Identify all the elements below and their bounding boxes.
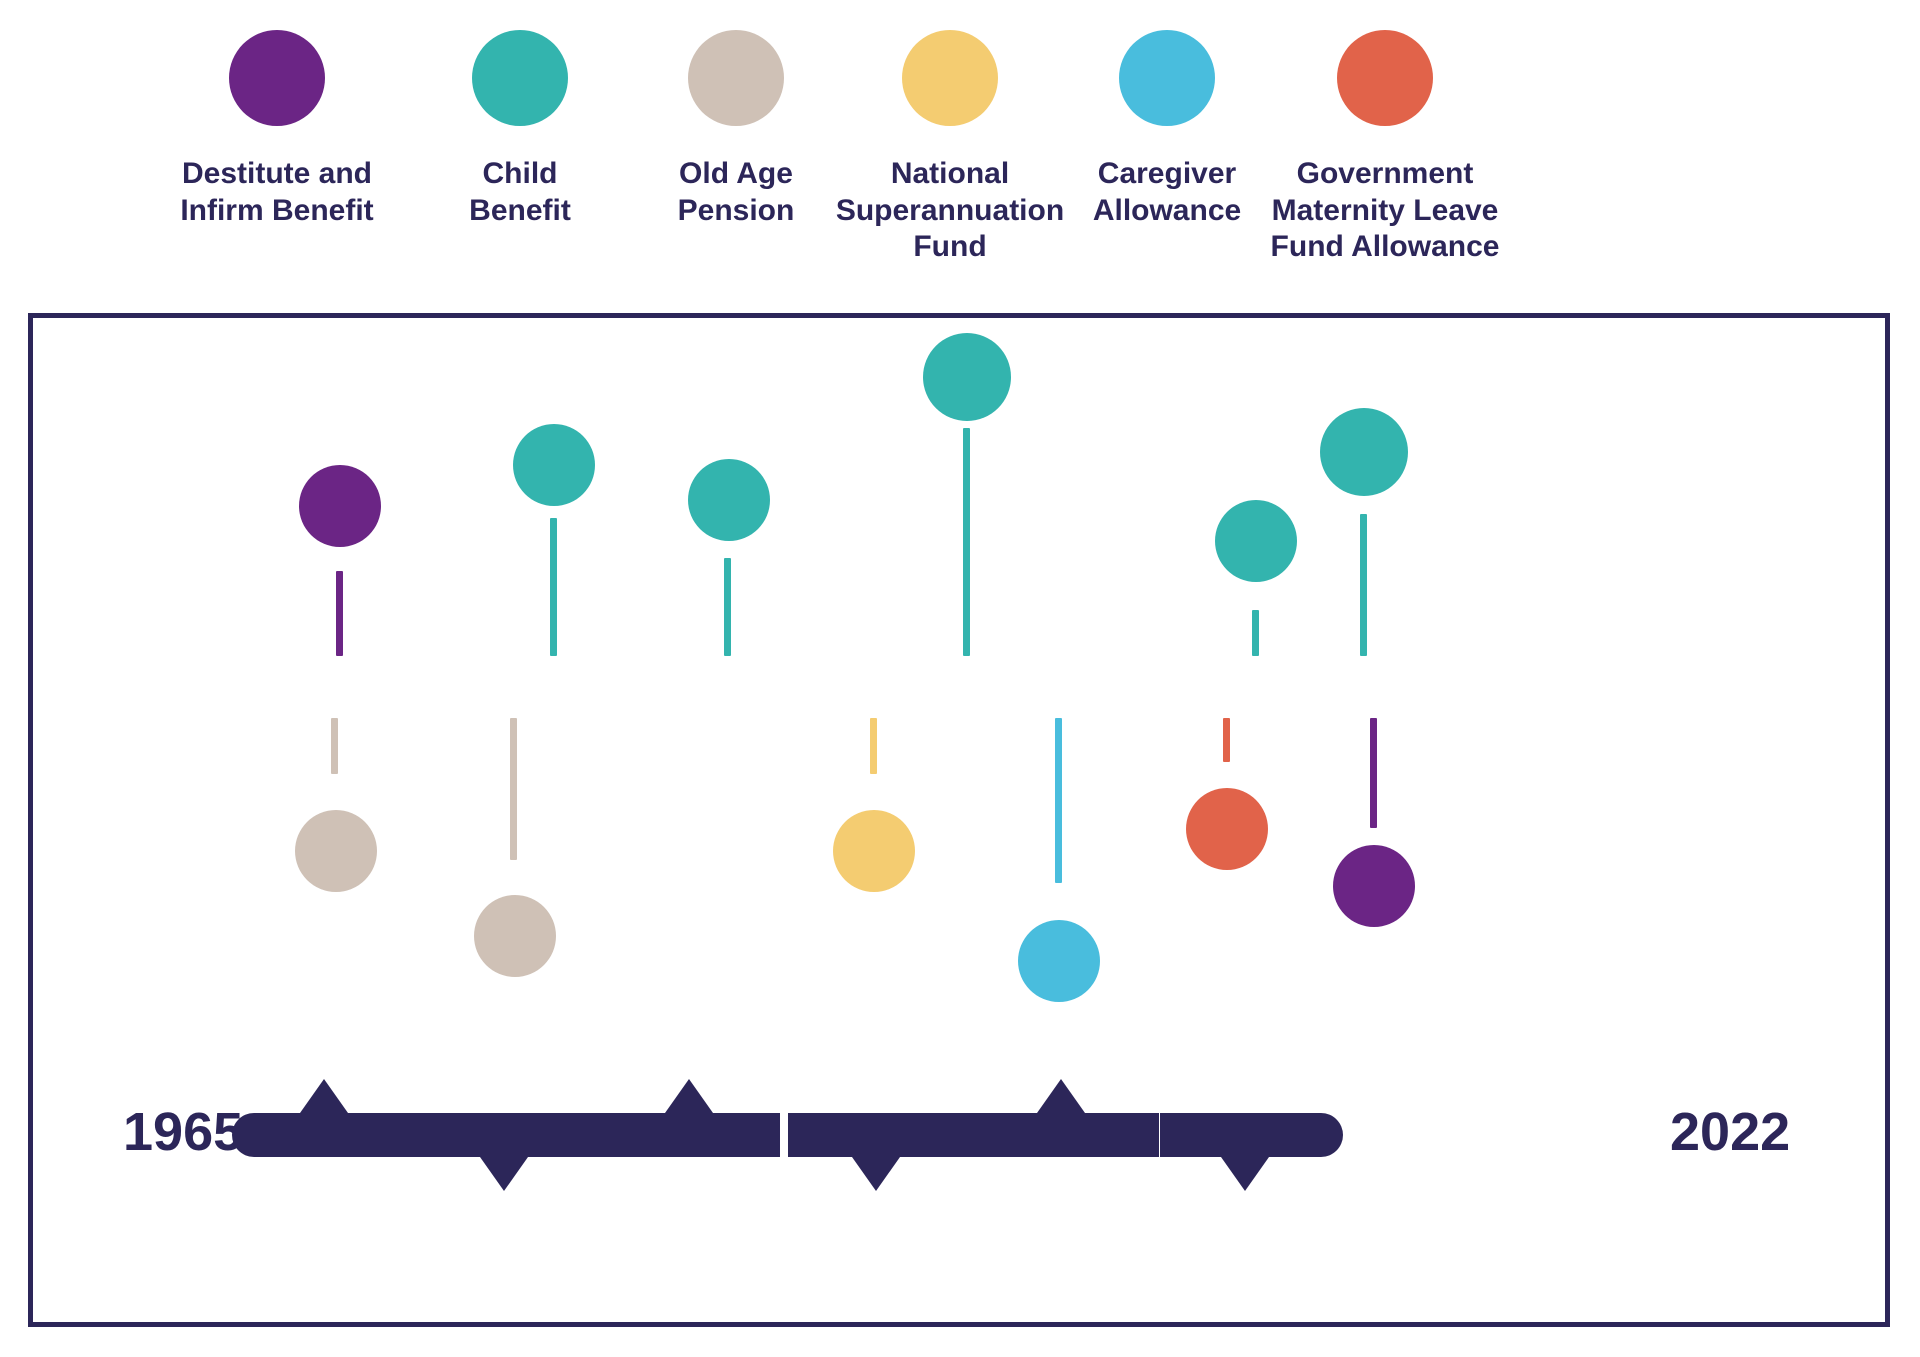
event-bubble-old-age-pension-2[interactable] bbox=[474, 895, 556, 977]
timeline-frame: 1965 2022 bbox=[28, 313, 1890, 1327]
legend-item-national-superannuation-fund[interactable]: National Superannuation Fund bbox=[825, 30, 1075, 266]
timeline-marker-down bbox=[852, 1157, 900, 1191]
event-stem-child-benefit-3 bbox=[963, 428, 970, 656]
legend-label-child-benefit: Child Benefit bbox=[469, 157, 571, 227]
legend-label-destitute-and-infirm-benefit: Destitute and Infirm Benefit bbox=[180, 157, 374, 227]
legend-label-government-maternity-leave-fund-allowance: Government Maternity Leave Fund Allowanc… bbox=[1270, 157, 1500, 264]
timeline-bar-segment bbox=[232, 1113, 417, 1157]
event-stem-old-age-pension-2 bbox=[510, 718, 517, 860]
timeline-marker-down bbox=[1221, 1157, 1269, 1191]
timeline-bar-segment bbox=[417, 1113, 605, 1157]
event-stem-government-maternity-leave-fund-allowance bbox=[1223, 718, 1230, 762]
event-stem-child-benefit-1 bbox=[550, 518, 557, 656]
legend-label-national-superannuation-fund: National Superannuation Fund bbox=[835, 157, 1065, 264]
timeline-end-year: 2022 bbox=[1670, 1102, 1791, 1162]
legend-swatch-child-benefit bbox=[472, 30, 568, 126]
timeline-bar-segment bbox=[599, 1113, 780, 1157]
event-stem-caregiver-allowance bbox=[1055, 718, 1062, 883]
event-bubble-destitute-and-infirm-benefit-2[interactable] bbox=[1333, 845, 1415, 927]
legend-swatch-caregiver-allowance bbox=[1119, 30, 1215, 126]
legend-label-old-age-pension: Old Age Pension bbox=[677, 157, 795, 227]
legend-swatch-national-superannuation-fund bbox=[902, 30, 998, 126]
timeline-marker-down bbox=[480, 1157, 528, 1191]
event-stem-child-benefit-5 bbox=[1360, 514, 1367, 656]
legend-swatch-government-maternity-leave-fund-allowance bbox=[1337, 30, 1433, 126]
timeline-area: 1965 2022 bbox=[33, 318, 1895, 1332]
event-stem-child-benefit-4 bbox=[1252, 610, 1259, 656]
event-bubble-caregiver-allowance[interactable] bbox=[1018, 920, 1100, 1002]
legend-swatch-destitute-and-infirm-benefit bbox=[229, 30, 325, 126]
timeline-bar-segment bbox=[788, 1113, 976, 1157]
legend-item-government-maternity-leave-fund-allowance[interactable]: Government Maternity Leave Fund Allowanc… bbox=[1260, 30, 1510, 266]
timeline-bar-segment bbox=[975, 1113, 1159, 1157]
legend-item-child-benefit[interactable]: Child Benefit bbox=[395, 30, 645, 229]
event-bubble-destitute-and-infirm-benefit[interactable] bbox=[299, 465, 381, 547]
legend-item-destitute-and-infirm-benefit[interactable]: Destitute and Infirm Benefit bbox=[152, 30, 402, 229]
legend-swatch-old-age-pension bbox=[688, 30, 784, 126]
event-bubble-old-age-pension-1[interactable] bbox=[295, 810, 377, 892]
event-bubble-government-maternity-leave-fund-allowance[interactable] bbox=[1186, 788, 1268, 870]
event-stem-destitute-and-infirm-benefit bbox=[336, 571, 343, 656]
legend-item-old-age-pension[interactable]: Old Age Pension bbox=[611, 30, 861, 229]
event-bubble-child-benefit-4[interactable] bbox=[1215, 500, 1297, 582]
legend: Destitute and Infirm Benefit Child Benefi… bbox=[0, 0, 1920, 300]
event-bubble-child-benefit-1[interactable] bbox=[513, 424, 595, 506]
event-bubble-child-benefit-2[interactable] bbox=[688, 459, 770, 541]
event-stem-old-age-pension-1 bbox=[331, 718, 338, 774]
event-bubble-national-superannuation-fund[interactable] bbox=[833, 810, 915, 892]
legend-label-caregiver-allowance: Caregiver Allowance bbox=[1092, 157, 1242, 227]
timeline-marker-up bbox=[300, 1079, 348, 1113]
event-stem-child-benefit-2 bbox=[724, 558, 731, 656]
timeline-bar-segment bbox=[1160, 1113, 1343, 1157]
legend-item-caregiver-allowance[interactable]: Caregiver Allowance bbox=[1042, 30, 1292, 229]
event-bubble-child-benefit-3[interactable] bbox=[923, 333, 1011, 421]
event-stem-national-superannuation-fund bbox=[870, 718, 877, 774]
event-bubble-child-benefit-5[interactable] bbox=[1320, 408, 1408, 496]
timeline-marker-up bbox=[1037, 1079, 1085, 1113]
timeline-marker-up bbox=[665, 1079, 713, 1113]
event-stem-destitute-and-infirm-benefit-2 bbox=[1370, 718, 1377, 828]
timeline-start-year: 1965 bbox=[123, 1102, 244, 1162]
